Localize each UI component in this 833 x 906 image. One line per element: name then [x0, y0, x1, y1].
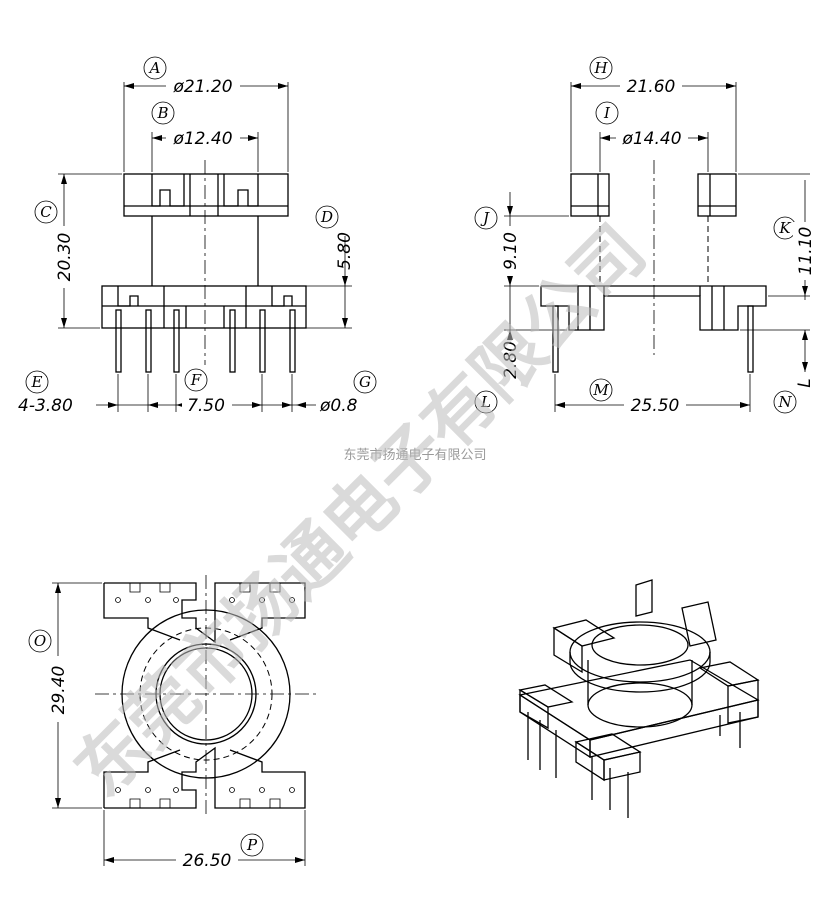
label-d: D — [320, 208, 333, 226]
label-m: M — [592, 381, 609, 399]
side-view: H 21.60 I ø14.40 J 9.10 L 2.80 — [474, 56, 817, 416]
pin-holes — [115, 597, 295, 793]
label-b: B — [156, 104, 168, 122]
dim-o: 29.40 — [49, 666, 69, 715]
front-view: A ø21.20 B ø12.40 C 20.30 D 5.80 — [16, 56, 377, 416]
dim-e: 4-3.80 — [18, 396, 73, 416]
dim-b: ø12.40 — [172, 129, 232, 149]
dim-g: ø0.8 — [319, 396, 358, 416]
dim-h: 21.60 — [627, 77, 676, 97]
company-name: 东莞市扬通电子有限公司 — [343, 447, 486, 463]
label-p: P — [246, 836, 258, 854]
label-l: L — [480, 393, 491, 411]
dim-k: 11.10 — [796, 227, 816, 276]
isometric-view — [518, 579, 760, 818]
dim-j: 9.10 — [501, 232, 521, 270]
label-a: A — [148, 59, 161, 77]
label-i: I — [603, 104, 611, 122]
dim-c: 20.30 — [55, 233, 75, 282]
dim-m: 25.50 — [631, 396, 680, 416]
watermark: 东莞市扬通电子有限公司 — [59, 210, 661, 812]
dim-a: ø21.20 — [172, 77, 232, 97]
label-o: O — [34, 632, 46, 650]
dim-n: L — [795, 378, 815, 387]
dim-f: 7.50 — [187, 396, 225, 416]
label-g: G — [359, 373, 371, 391]
dim-i: ø14.40 — [621, 129, 681, 149]
dim-d: 5.80 — [335, 232, 355, 270]
label-n: N — [777, 393, 792, 411]
label-f: F — [190, 371, 202, 389]
label-h: H — [593, 59, 608, 77]
dim-p: 26.50 — [183, 851, 232, 871]
iso-pins — [527, 712, 741, 818]
label-k: K — [778, 219, 791, 237]
bottom-view: O 29.40 P 26.50 — [28, 575, 318, 871]
label-e: E — [31, 373, 43, 391]
label-j: J — [480, 209, 490, 227]
front-pins — [115, 309, 296, 373]
label-c: C — [40, 203, 52, 221]
dim-l: 2.80 — [501, 341, 521, 379]
